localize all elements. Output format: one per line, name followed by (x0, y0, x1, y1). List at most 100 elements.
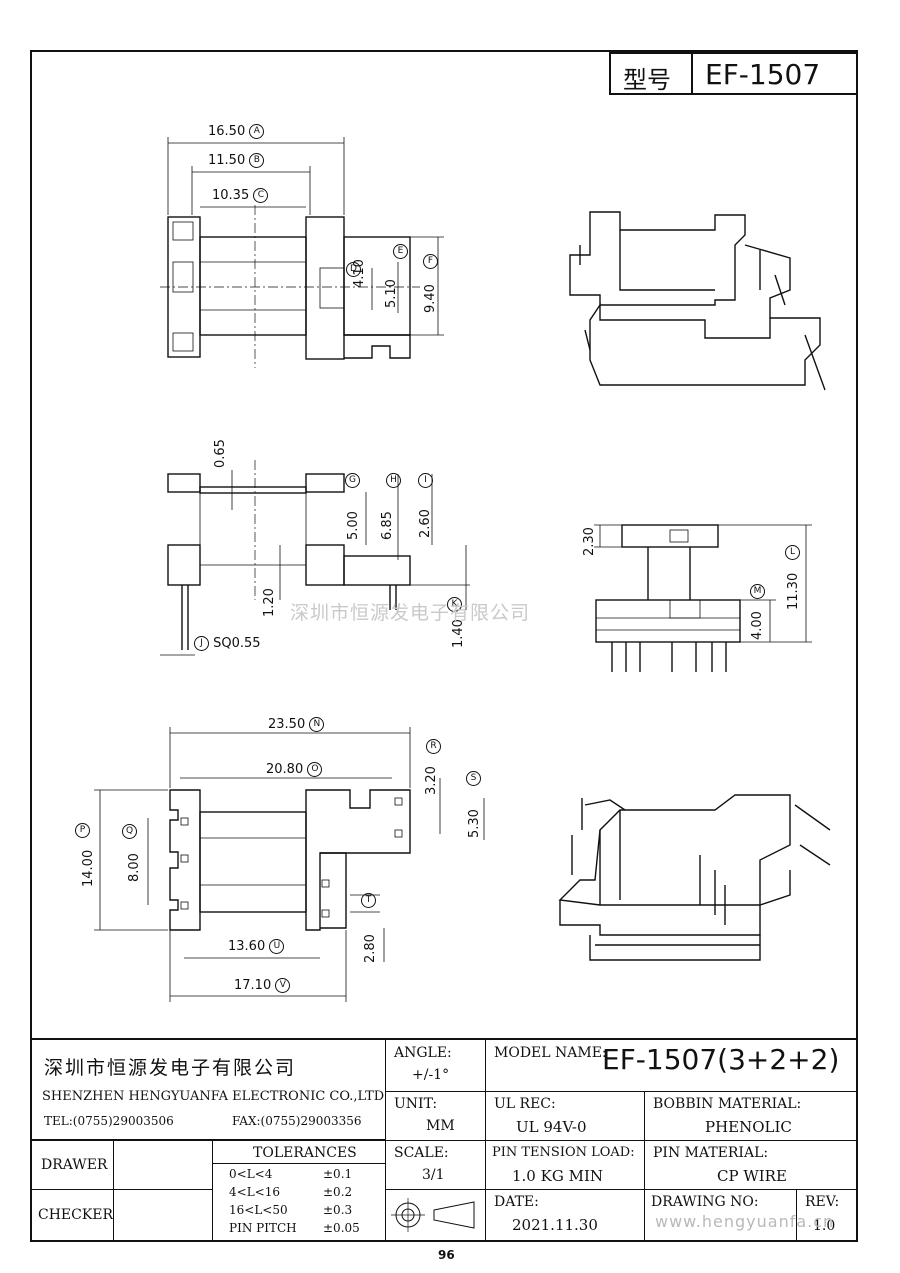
callout-h: H (386, 473, 401, 488)
callout-d: D (346, 262, 361, 277)
bobbin-value: PHENOLIC (705, 1118, 792, 1136)
model-header-value: EF-1507 (705, 58, 821, 91)
dim-u: 13.60 U (228, 939, 285, 954)
drawer-label: DRAWER (41, 1157, 108, 1173)
tol-range-2: 4<L<16 (229, 1185, 280, 1199)
dim-n: 23.50 N (268, 717, 325, 732)
dim-r: R (426, 739, 441, 754)
dim-q-value: 8.00 (127, 853, 142, 882)
dim-i-value: 2.60 (418, 509, 433, 538)
rev-value: 1.0 (813, 1218, 836, 1234)
company-watermark: 深圳市恒源发电子有限公司 (290, 602, 531, 624)
callout-o: O (307, 762, 323, 777)
dim-q-text: 8.00 (127, 853, 142, 882)
company-cn: 深圳市恒源发电子有限公司 (44, 1057, 297, 1079)
dim-c: 10.35 C (212, 188, 269, 203)
dim-h-value: 6.85 (380, 511, 395, 540)
callout-p: P (75, 823, 90, 838)
dim-e-value: 5.10 (384, 279, 399, 308)
angle-value: +/-1° (412, 1067, 450, 1083)
dim-u-value: 13.60 (228, 939, 266, 954)
dim-s: S (466, 771, 481, 786)
model-header-value-cell: EF-1507 (691, 52, 858, 95)
dim-230-text: 2.30 (582, 527, 597, 556)
page-number: 96 (438, 1248, 455, 1262)
tol-range-4: PIN PITCH (229, 1221, 297, 1235)
dim-b-value: 11.50 (208, 153, 246, 168)
dim-h: H (386, 473, 401, 488)
dim-k: K (447, 597, 462, 612)
callout-t: T (361, 893, 376, 908)
bobbin-cell: BOBBIN MATERIAL: PHENOLIC (644, 1091, 858, 1141)
callout-u: U (269, 939, 285, 954)
dim-q: Q (122, 824, 137, 839)
dim-e-text: 5.10 (384, 279, 399, 308)
pin-tension-cell: PIN TENSION LOAD: 1.0 KG MIN (485, 1140, 645, 1190)
callout-a: A (249, 124, 265, 139)
top-view (160, 137, 444, 368)
front-view (594, 524, 812, 672)
drawer-label-cell: DRAWER (30, 1140, 114, 1190)
callout-r: R (426, 739, 441, 754)
callout-l: L (785, 545, 800, 560)
callout-i: I (418, 473, 433, 488)
website-watermark: www.hengyuanfa.cn (655, 1212, 835, 1231)
callout-q: Q (122, 824, 137, 839)
callout-f: F (423, 254, 438, 269)
pin-material-label: PIN MATERIAL: (653, 1145, 769, 1161)
dim-e: E (393, 244, 408, 259)
dim-l-text: 11.30 (786, 573, 801, 610)
tol-value-4: ±0.05 (323, 1221, 360, 1235)
tolerances-divider (213, 1163, 385, 1164)
pin-tension-value: 1.0 KG MIN (512, 1167, 603, 1185)
rev-label: REV: (805, 1194, 840, 1210)
dim-a: 16.50 A (208, 124, 265, 139)
date-label: DATE: (494, 1194, 539, 1210)
dim-v-value: 17.10 (234, 978, 272, 993)
dim-l-value: 11.30 (786, 572, 801, 610)
model-name-label: MODEL NAME: (494, 1045, 607, 1061)
model-header-label: 型号 (623, 66, 671, 94)
isometric-view-top (569, 211, 826, 391)
callout-m: M (750, 584, 765, 599)
bottom-view (94, 727, 485, 1002)
checker-label: CHECKER (38, 1207, 114, 1223)
dim-g-value: 5.00 (346, 511, 361, 540)
tol-range-1: 0<L<4 (229, 1167, 273, 1181)
scale-value: 3/1 (422, 1167, 445, 1183)
dim-i: I (418, 473, 433, 488)
dim-n-value: 23.50 (268, 717, 306, 732)
callout-n: N (309, 717, 325, 732)
model-name-cell: MODEL NAME: EF-1507(3+2+2) (485, 1038, 858, 1092)
dim-o-value: 20.80 (266, 762, 304, 777)
dim-o: 20.80 O (266, 762, 323, 777)
dim-a-value: 16.50 (208, 124, 246, 139)
dim-v: 17.10 V (234, 978, 291, 993)
tol-value-3: ±0.3 (323, 1203, 353, 1217)
company-tel: TEL:(0755)29003506 (44, 1114, 174, 1128)
dim-f-text: 9.40 (423, 284, 438, 313)
dim-g: G (345, 473, 360, 488)
dim-230-value: 2.30 (582, 527, 597, 556)
pin-material-value: CP WIRE (717, 1167, 787, 1185)
drawer-value-cell (113, 1140, 213, 1190)
dim-s-value: 5.30 (467, 809, 482, 838)
isometric-view-bottom (558, 794, 831, 961)
dim-m-value: 4.00 (750, 611, 765, 640)
dim-r-text: 3.20 (424, 766, 439, 795)
dim-s-text: 5.30 (467, 809, 482, 838)
callout-k: K (447, 597, 462, 612)
dim-t-text: 2.80 (363, 934, 378, 963)
company-en: SHENZHEN HENGYUANFA ELECTRONIC CO.,LTD (42, 1089, 385, 1104)
drawing-no-label: DRAWING NO: (651, 1194, 759, 1210)
angle-label: ANGLE: (394, 1045, 452, 1061)
angle-cell: ANGLE: +/-1° (385, 1038, 486, 1092)
scale-label: SCALE: (394, 1145, 449, 1161)
dim-065-value: 0.65 (213, 439, 228, 468)
dim-p: P (75, 823, 90, 838)
dim-i-text: 2.60 (418, 509, 433, 538)
callout-e: E (393, 244, 408, 259)
dim-g-text: 5.00 (346, 511, 361, 540)
projection-symbol-cell (385, 1189, 486, 1242)
dim-h-text: 6.85 (380, 511, 395, 540)
